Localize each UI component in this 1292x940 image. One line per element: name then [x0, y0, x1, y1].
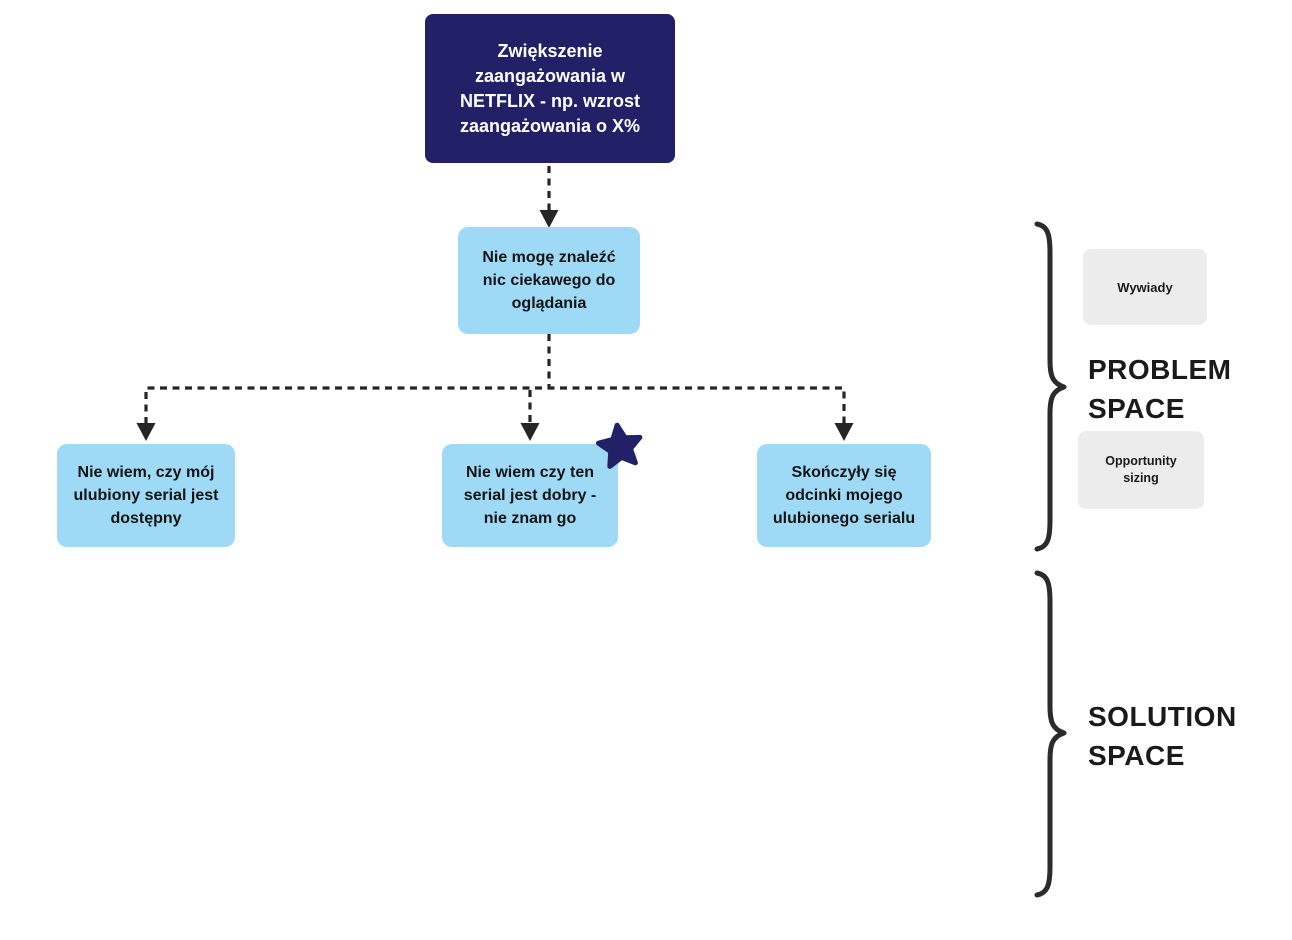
- goal-node-label: Zwiększenie zaangażowania w NETFLIX - np…: [459, 40, 641, 136]
- tag-wywiady-label: Wywiady: [1117, 279, 1173, 295]
- opportunity-node-2-label: Nie wiem czy ten serial jest dobry - nie…: [463, 464, 597, 527]
- arrowhead-right: [834, 423, 854, 441]
- opportunity-root-node[interactable]: Nie mogę znaleźć nic ciekawego do ogląda…: [458, 227, 640, 334]
- connector-branch[interactable]: [144, 386, 846, 424]
- tag-wywiady[interactable]: Wywiady: [1083, 249, 1207, 325]
- problem-space-brace[interactable]: [1034, 221, 1067, 552]
- opportunity-node-1[interactable]: Nie wiem, czy mój ulubiony serial jest d…: [57, 444, 235, 547]
- opportunity-node-3[interactable]: Skończyły się odcinki mojego ulubionego …: [757, 444, 931, 547]
- opportunity-node-3-label: Skończyły się odcinki mojego ulubionego …: [772, 464, 916, 527]
- opportunity-node-1-label: Nie wiem, czy mój ulubiony serial jest d…: [73, 464, 219, 527]
- arrowhead-left: [136, 423, 156, 441]
- problem-space-label[interactable]: PROBLEM SPACE: [1088, 354, 1232, 424]
- tag-opportunity-sizing-label: Opportunity sizing: [1105, 454, 1177, 485]
- opportunity-root-label: Nie mogę znaleźć nic ciekawego do ogląda…: [482, 249, 616, 312]
- star-icon[interactable]: [594, 421, 646, 473]
- arrowhead-mid: [520, 423, 540, 441]
- opportunity-node-2[interactable]: Nie wiem czy ten serial jest dobry - nie…: [442, 444, 618, 547]
- goal-node[interactable]: Zwiększenie zaangażowania w NETFLIX - np…: [425, 14, 675, 163]
- arrowhead-root: [539, 210, 559, 228]
- solution-space-label[interactable]: SOLUTION SPACE: [1088, 701, 1237, 771]
- solution-space-brace[interactable]: [1034, 570, 1067, 898]
- tag-opportunity-sizing[interactable]: Opportunity sizing: [1078, 431, 1204, 509]
